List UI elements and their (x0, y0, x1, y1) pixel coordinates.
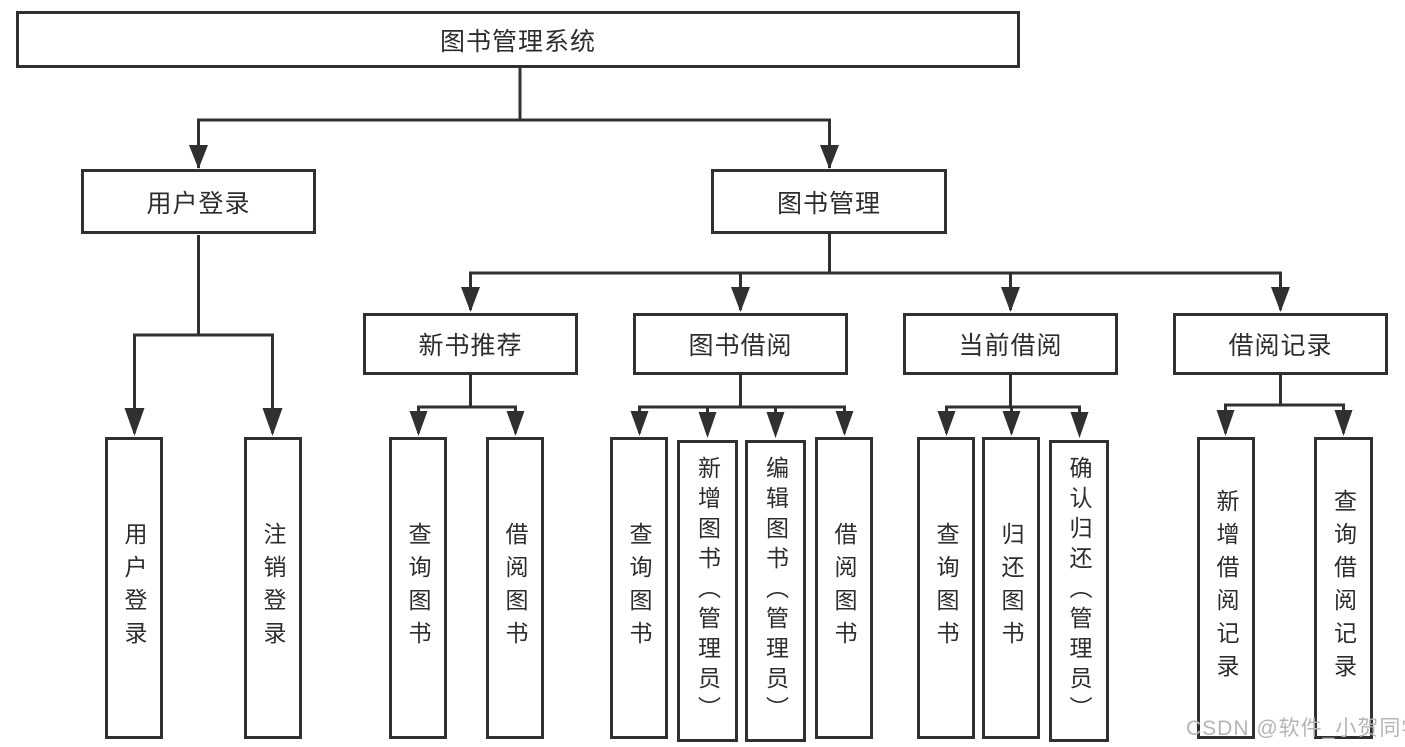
node-user-login: 用户登录 (81, 169, 316, 234)
leaf-query-books-borrowing: 查询图书 (610, 437, 668, 739)
node-label: 新书推荐 (418, 332, 523, 360)
node-library-management-system: 图书管理系统 (16, 11, 1020, 68)
leaf-label: 确认归还（管理员） (1066, 456, 1092, 726)
leaf-edit-books-admin: 编辑图书（管理员） (745, 440, 806, 742)
leaf-label: 归还图书 (998, 522, 1024, 654)
leaf-add-books-admin: 新增图书（管理员） (677, 440, 738, 742)
leaf-label: 编辑图书（管理员） (762, 456, 789, 726)
node-new-book-recommend: 新书推荐 (363, 313, 578, 375)
leaf-logout: 注销登录 (244, 437, 302, 739)
leaf-query-borrow-record: 查询借阅记录 (1314, 437, 1373, 739)
leaf-label: 借阅图书 (502, 522, 528, 654)
watermark: CSDN @软件_小贺同学 (1186, 717, 1405, 740)
arrowhead-icons (124, 145, 1353, 438)
node-book-management: 图书管理 (711, 169, 947, 234)
leaf-return-books: 归还图书 (982, 437, 1040, 739)
leaf-query-books-current: 查询图书 (917, 437, 975, 739)
node-label: 图书管理系统 (439, 27, 596, 56)
node-book-borrowing: 图书借阅 (633, 313, 848, 375)
leaf-add-borrow-record: 新增借阅记录 (1197, 437, 1255, 739)
leaf-label: 新增图书（管理员） (694, 456, 721, 726)
node-borrowing-records: 借阅记录 (1173, 313, 1388, 375)
leaf-borrow-books: 借阅图书 (815, 437, 873, 739)
node-label: 图书借阅 (688, 332, 793, 360)
leaf-label: 借阅图书 (831, 522, 857, 654)
leaf-label: 查询图书 (933, 522, 959, 654)
leaf-label: 查询图书 (626, 522, 652, 654)
leaf-label: 新增借阅记录 (1213, 489, 1239, 687)
leaf-label: 用户登录 (121, 522, 147, 654)
leaf-label: 查询图书 (405, 522, 431, 654)
leaf-query-books-recommend: 查询图书 (389, 437, 447, 739)
leaf-label: 注销登录 (260, 522, 286, 654)
leaf-user-login: 用户登录 (105, 437, 163, 739)
node-current-borrowing: 当前借阅 (903, 313, 1118, 375)
leaf-confirm-return-admin: 确认归还（管理员） (1049, 440, 1109, 742)
node-label: 图书管理 (776, 189, 881, 218)
node-label: 用户登录 (146, 189, 251, 218)
node-label: 借阅记录 (1228, 332, 1333, 360)
node-label: 当前借阅 (958, 332, 1063, 360)
leaf-label: 查询借阅记录 (1330, 489, 1357, 687)
leaf-borrow-books-recommend: 借阅图书 (486, 437, 544, 739)
